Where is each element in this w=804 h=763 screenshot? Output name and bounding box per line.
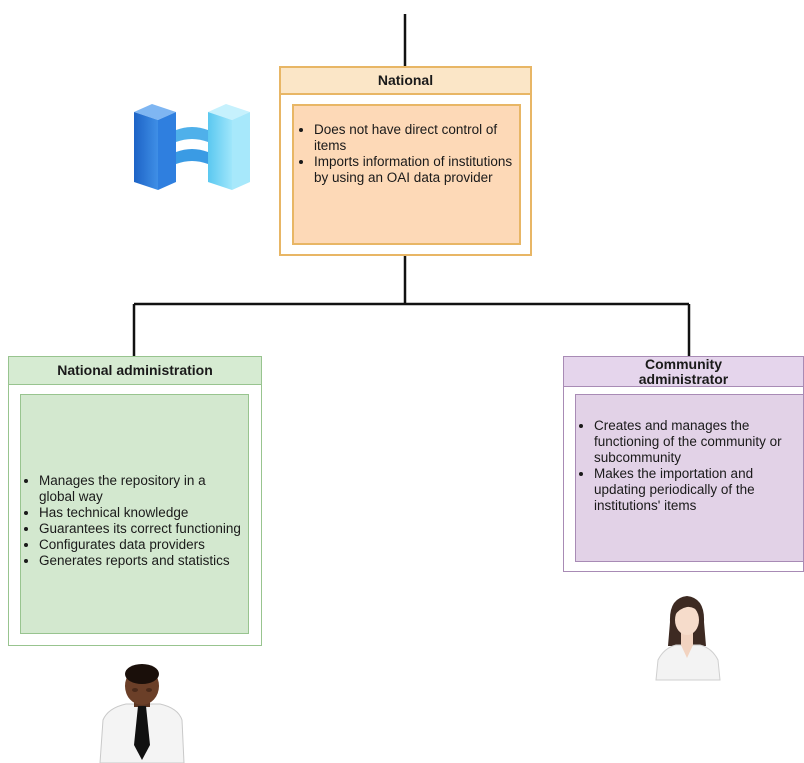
national-admin-item-1: Manages the repository in a global way	[39, 473, 244, 505]
national-admin-item-2: Has technical knowledge	[39, 505, 244, 521]
national-admin-list: Manages the repository in a global way H…	[21, 473, 244, 569]
national-admin-content: Manages the repository in a global way H…	[20, 394, 249, 634]
community-admin-list: Creates and manages the functioning of t…	[576, 418, 799, 514]
national-admin-item-5: Generates reports and statistics	[39, 553, 244, 569]
community-admin-item-1: Creates and manages the functioning of t…	[594, 418, 799, 466]
national-title: National	[281, 68, 530, 95]
national-item-1: Does not have direct control of items	[314, 122, 515, 154]
national-content: Does not have direct control of items Im…	[292, 104, 521, 245]
national-admin-title: National administration	[9, 357, 261, 385]
national-admin-item-4: Configurates data providers	[39, 537, 244, 553]
national-list: Does not have direct control of items Im…	[296, 122, 515, 186]
national-box: National Does not have direct control of…	[279, 66, 532, 256]
community-admin-box: Community administrator Creates and mana…	[563, 356, 804, 572]
community-admin-title: Community administrator	[564, 356, 803, 387]
national-admin-item-3: Guarantees its correct functioning	[39, 521, 244, 537]
community-admin-content: Creates and manages the functioning of t…	[575, 394, 804, 562]
national-admin-box: National administration Manages the repo…	[8, 356, 262, 646]
community-admin-item-2: Makes the importation and updating perio…	[594, 466, 799, 514]
national-item-2: Imports information of institutions by u…	[314, 154, 515, 186]
